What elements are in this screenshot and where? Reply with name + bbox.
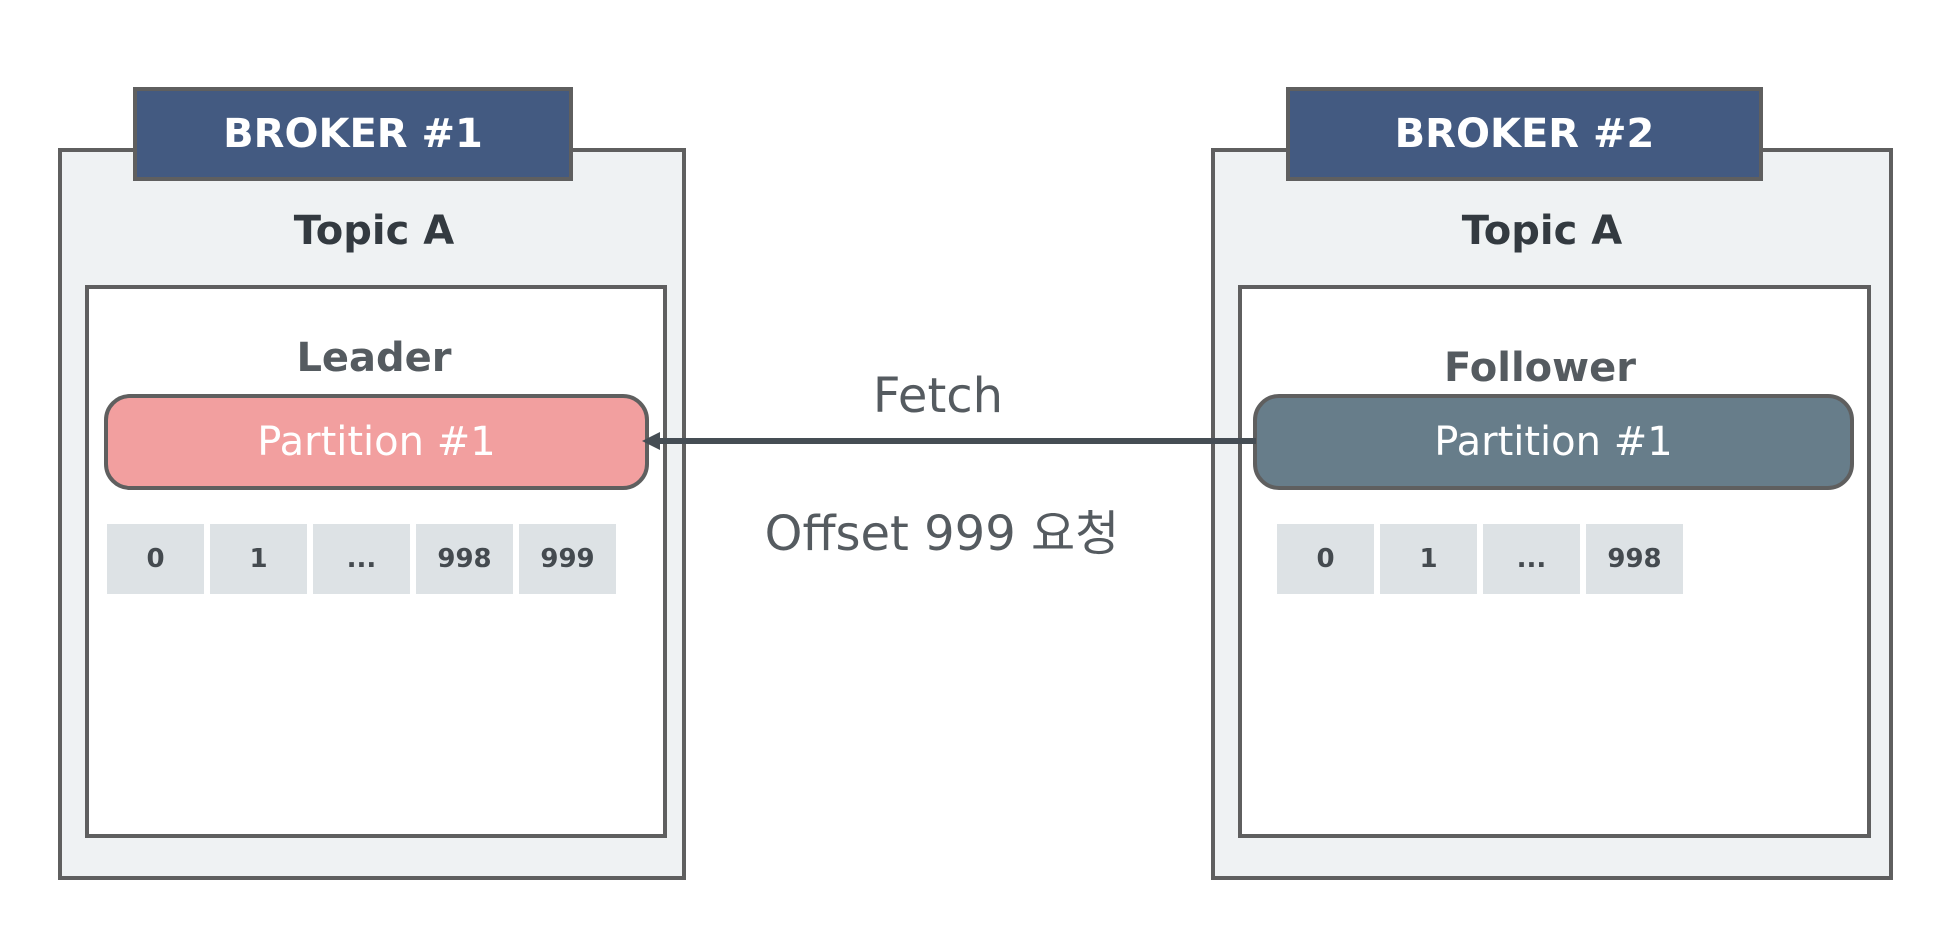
broker-1-topic-label: Topic A [293, 208, 455, 254]
leader-offset-cell: 0 [107, 524, 204, 594]
broker-2-title: BROKER #2 [1286, 87, 1763, 181]
leader-offset-cell: 999 [519, 524, 616, 594]
follower-label: Follower [1444, 345, 1636, 391]
follower-offset-cell: 1 [1380, 524, 1477, 594]
broker-2-topic-label: Topic A [1461, 208, 1623, 254]
leader-partition: Partition #1 [104, 394, 649, 490]
follower-offset-cell: ... [1483, 524, 1580, 594]
follower-offset-cell: 998 [1586, 524, 1683, 594]
fetch-arrow-head [642, 432, 660, 450]
fetch-arrow [642, 432, 1256, 450]
fetch-label: Fetch [872, 368, 1004, 424]
leader-offset-cell: 1 [210, 524, 307, 594]
follower-offset-cell: 0 [1277, 524, 1374, 594]
leader-offset-cell: ... [313, 524, 410, 594]
broker-1-title: BROKER #1 [133, 87, 573, 181]
leader-offset-cell: 998 [416, 524, 513, 594]
leader-label: Leader [296, 335, 452, 381]
offset-request-label: Offset 999 요청 [764, 506, 1120, 562]
follower-partition: Partition #1 [1253, 394, 1854, 490]
